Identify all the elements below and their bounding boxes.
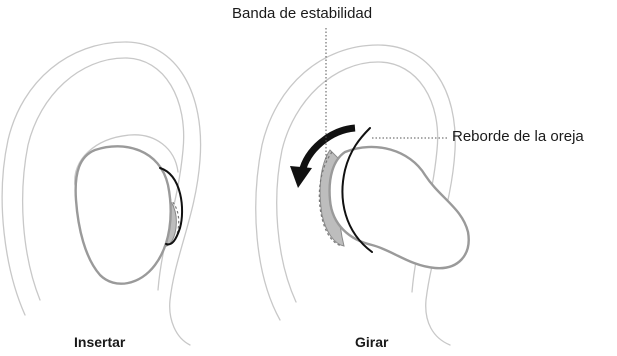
stability-band-label: Banda de estabilidad: [232, 5, 373, 22]
ear-ridge-label: Reborde de la oreja: [452, 128, 584, 145]
rotate-caption: Girar: [355, 334, 389, 350]
rotate-arrow-head: [290, 166, 312, 188]
insert-illustration: [1, 41, 202, 346]
ear-outline-left: [1, 41, 202, 346]
earbud-right: [290, 124, 470, 270]
insert-caption: Insertar: [74, 334, 126, 350]
rotate-illustration: [255, 28, 470, 346]
earbud-left: [74, 145, 184, 285]
rotate-arrow: [298, 124, 356, 174]
